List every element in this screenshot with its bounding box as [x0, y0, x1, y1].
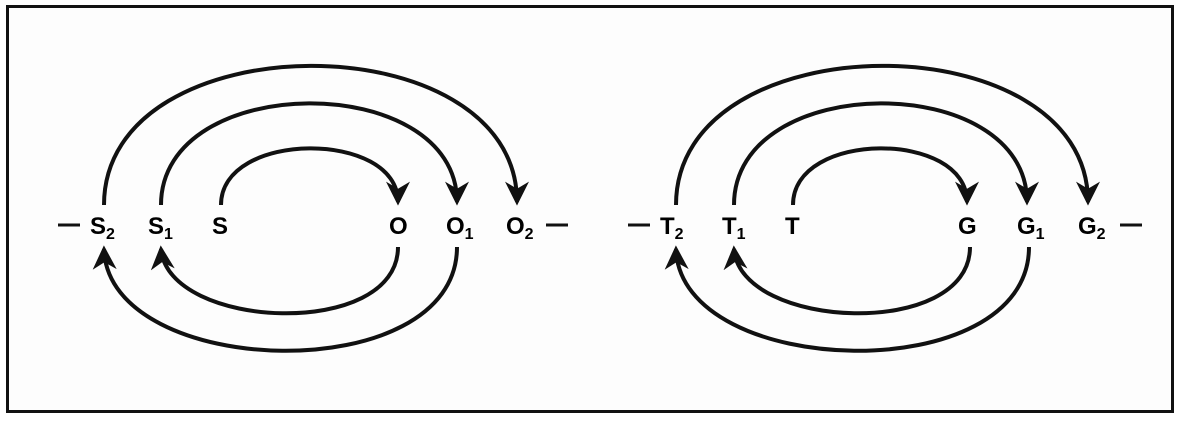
arrow-s1-to-o1 — [159, 101, 469, 206]
arrow-o-to-s1 — [150, 245, 400, 316]
arrow-t-to-g — [791, 146, 979, 206]
node-o: O — [389, 213, 408, 240]
node-g2: G2 — [1078, 213, 1106, 243]
arrow-t1-to-g1 — [732, 101, 1039, 206]
arrow-s-to-o — [219, 146, 410, 206]
diagram-frame — [6, 5, 1174, 413]
node-t: T — [785, 213, 800, 240]
node-o2: O2 — [506, 213, 534, 243]
arrow-s2-to-o2 — [102, 63, 529, 206]
arrow-g1-to-t2 — [664, 245, 1031, 353]
node-s: S — [212, 213, 228, 240]
node-t2: T2 — [660, 213, 684, 243]
node-o1: O1 — [446, 213, 474, 243]
node-t1: T1 — [722, 213, 746, 243]
node-g1: G1 — [1017, 213, 1045, 243]
node-s1: S1 — [148, 213, 173, 243]
arrow-o1-to-s2 — [92, 245, 459, 353]
arrow-t2-to-g2 — [674, 63, 1100, 206]
node-g: G — [958, 213, 977, 240]
arrow-g-to-t1 — [723, 245, 972, 316]
node-s2: S2 — [90, 213, 115, 243]
